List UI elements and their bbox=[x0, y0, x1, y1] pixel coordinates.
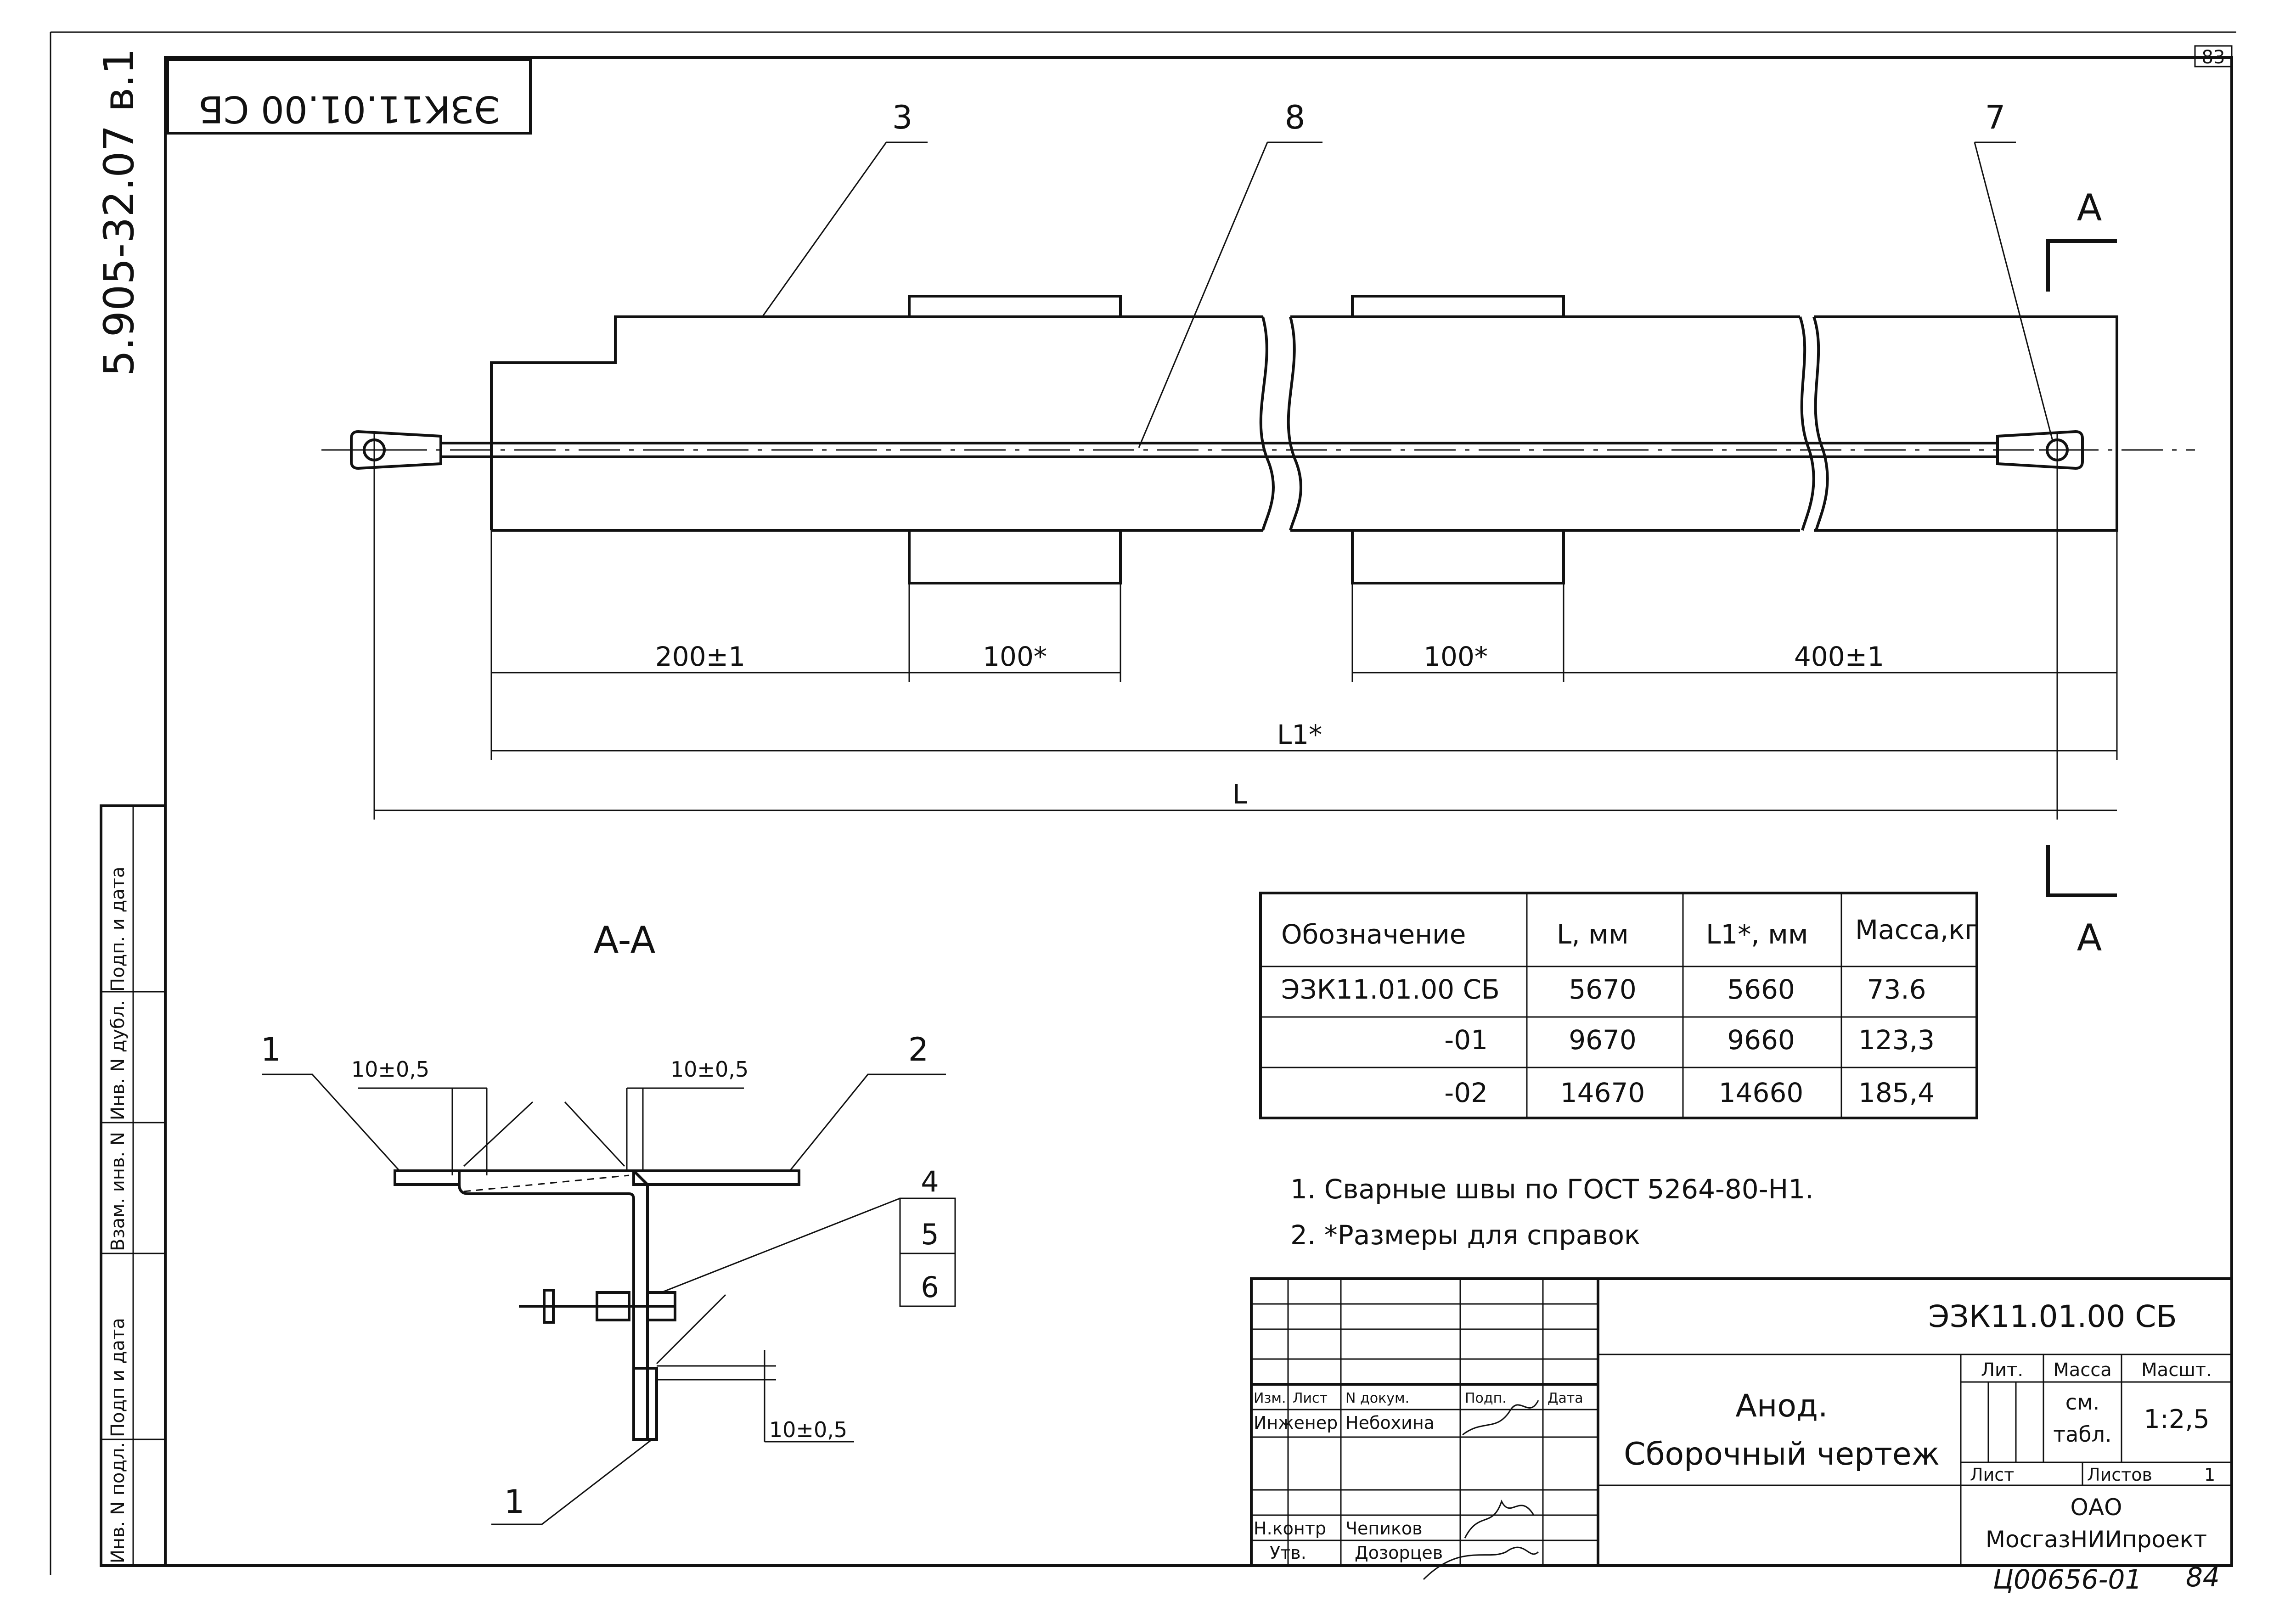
tb-massa-val1: см. bbox=[2065, 1390, 2100, 1415]
tb-col-list: Лист bbox=[1293, 1390, 1328, 1406]
weld-dim-1: 10±0,5 bbox=[351, 1057, 429, 1082]
tb-role-norm: Н.контр bbox=[1254, 1518, 1326, 1539]
rotated-stamp-box bbox=[166, 58, 532, 135]
section-aa: 10±0,5 10±0,5 10±0,5 1 2 4 5 6 1 bbox=[261, 1031, 956, 1525]
tb-role-approve: Утв. bbox=[1270, 1543, 1306, 1563]
tb-col-sign: Подп. bbox=[1465, 1390, 1507, 1406]
tb-massa: Масса bbox=[2053, 1359, 2112, 1381]
dim-400: 400±1 bbox=[1794, 641, 1884, 672]
weld-dim-3: 10±0,5 bbox=[769, 1417, 847, 1442]
signature-norm bbox=[1464, 1500, 1535, 1539]
tb-person-approve: Дозорцев bbox=[1355, 1543, 1443, 1563]
page-number-handwritten: 84 bbox=[2186, 1562, 2220, 1593]
note-2: 2. *Размеры для справок bbox=[1290, 1219, 1640, 1251]
spec-row-3-l: 14670 bbox=[1560, 1077, 1645, 1108]
callout-7-label: 7 bbox=[1985, 99, 2006, 136]
spec-row-2-l: 9670 bbox=[1569, 1024, 1637, 1056]
tb-scale: 1:2,5 bbox=[2144, 1404, 2210, 1434]
callout-8: 8 bbox=[1138, 99, 1322, 448]
side-stamp-label-1: Подп. и дата bbox=[107, 867, 129, 992]
callout-1-bottom: 1 bbox=[504, 1483, 525, 1521]
tb-org2: МосгазНИИпроект bbox=[1986, 1526, 2207, 1553]
note-1: 1. Сварные швы по ГОСТ 5264-80-Н1. bbox=[1290, 1174, 1814, 1205]
signature-approve bbox=[1423, 1546, 1539, 1580]
tb-code: ЭЗК11.01.00 СБ bbox=[1928, 1299, 2177, 1334]
side-stamp-label-3: Взам. инв. N bbox=[107, 1132, 129, 1251]
spec-row-2-mass: 123,3 bbox=[1858, 1024, 1935, 1056]
spec-row-3-designation: -02 bbox=[1444, 1077, 1488, 1108]
side-stamp: Подп. и дата Инв. N дубл. Взам. инв. N П… bbox=[100, 804, 167, 1567]
dim-l1: L1* bbox=[1277, 719, 1322, 750]
spec-table: Обозначение L, мм L1*, мм Масса,кг ЭЗК11… bbox=[1259, 892, 1979, 1119]
tb-name-line2: Сборочный чертеж bbox=[1624, 1436, 1940, 1472]
tb-person-engineer: Небохина bbox=[1345, 1413, 1435, 1433]
spec-row-1-mass: 73.6 bbox=[1867, 974, 1926, 1005]
tb-sheet: Лист bbox=[1970, 1465, 2014, 1485]
spec-row-2-designation: -01 bbox=[1444, 1024, 1488, 1056]
tb-massa-val2: табл. bbox=[2053, 1422, 2111, 1447]
tb-org1: ОАО bbox=[2071, 1494, 2122, 1521]
callout-2: 2 bbox=[908, 1031, 929, 1068]
dimension-lines: 200±1 100* 100* 400±1 L1* L bbox=[373, 468, 2118, 820]
callout-7: 7 bbox=[1974, 99, 2054, 441]
tb-sheets-value: 1 bbox=[2204, 1465, 2215, 1485]
callout-3-label: 3 bbox=[892, 99, 913, 136]
tb-col-date: Дата bbox=[1548, 1390, 1583, 1406]
title-block: Изм. Лист N докум. Подп. Дата Инженер Не… bbox=[1250, 1277, 2233, 1580]
callout-5: 5 bbox=[921, 1218, 939, 1251]
tb-person-norm: Чепиков bbox=[1345, 1518, 1423, 1539]
callout-1-top: 1 bbox=[261, 1031, 281, 1068]
section-mark-bottom-label: A bbox=[2077, 916, 2102, 959]
section-mark-top-label: A bbox=[2077, 186, 2102, 229]
side-stamp-label-5: Инв. N подл. bbox=[107, 1442, 129, 1563]
tb-sheets: Листов bbox=[2087, 1465, 2152, 1485]
sheet-border bbox=[164, 56, 2233, 1567]
dim-l: L bbox=[1232, 779, 1247, 810]
section-view-title: A-A bbox=[594, 919, 656, 961]
spec-row-3-mass: 185,4 bbox=[1858, 1077, 1935, 1108]
callout-3: 3 bbox=[761, 99, 928, 317]
spec-row-1-l1: 5660 bbox=[1727, 974, 1795, 1005]
tb-lit: Лит. bbox=[1981, 1359, 2023, 1381]
spec-row-1-l: 5670 bbox=[1569, 974, 1637, 1005]
tb-name-line1: Анод. bbox=[1735, 1388, 1828, 1424]
tb-masht: Масшт. bbox=[2141, 1359, 2212, 1381]
tb-role-engineer: Инженер bbox=[1254, 1413, 1338, 1433]
section-mark-bottom: A bbox=[2046, 845, 2117, 959]
dim-100-left: 100* bbox=[983, 641, 1047, 672]
spec-row-1-designation: ЭЗК11.01.00 СБ bbox=[1281, 974, 1500, 1005]
section-mark-top: A bbox=[2046, 186, 2117, 292]
spec-header-mass: Масса,кг bbox=[1855, 914, 1979, 945]
spec-header-l1: L1*, мм bbox=[1706, 919, 1808, 950]
callout-6: 6 bbox=[921, 1270, 939, 1304]
spec-header-designation: Обозначение bbox=[1281, 919, 1466, 950]
tb-col-izm: Изм. bbox=[1254, 1390, 1286, 1406]
spec-header-l: L, мм bbox=[1557, 919, 1629, 950]
weld-dim-2: 10±0,5 bbox=[670, 1057, 748, 1082]
callout-4: 4 bbox=[921, 1165, 939, 1198]
side-stamp-label-2: Инв. N дубл. bbox=[107, 1000, 129, 1120]
spec-row-3-l1: 14660 bbox=[1719, 1077, 1804, 1108]
signature-engineer bbox=[1462, 1400, 1539, 1436]
spec-row-2-l1: 9660 bbox=[1727, 1024, 1795, 1056]
dim-100-right: 100* bbox=[1424, 641, 1488, 672]
side-stamp-label-4: Подп и дата bbox=[107, 1318, 129, 1437]
callout-8-label: 8 bbox=[1285, 99, 1306, 136]
sheet-number-box bbox=[2194, 45, 2233, 67]
dim-200: 200±1 bbox=[655, 641, 745, 672]
anode-main-view bbox=[321, 295, 2195, 584]
tb-col-doc: N докум. bbox=[1345, 1390, 1409, 1406]
album-code: 5.905-32.07 в.1 bbox=[95, 48, 143, 376]
sheet-number: 83 bbox=[2202, 47, 2225, 68]
rotated-stamp-code: ЭЗК11.01.00 СБ bbox=[198, 88, 500, 130]
archive-number: Ц00656-01 bbox=[1993, 1564, 2142, 1595]
